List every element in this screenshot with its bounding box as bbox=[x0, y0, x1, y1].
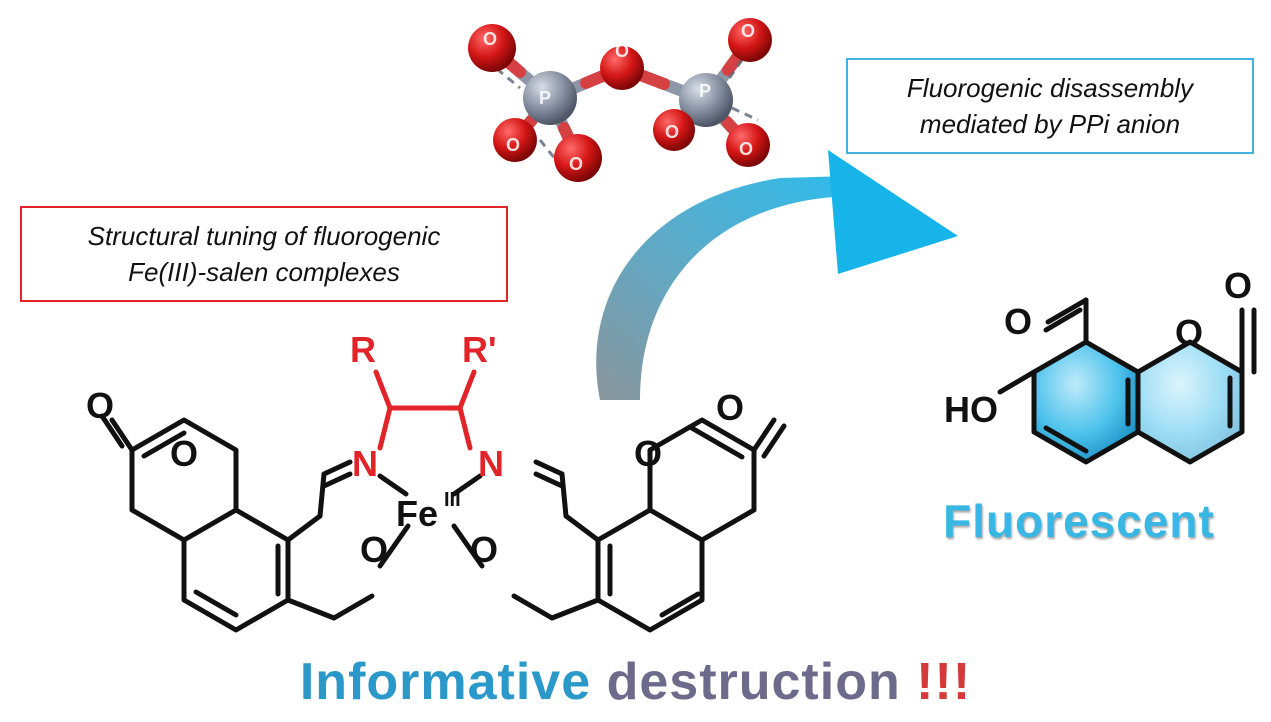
phosphorus-atom bbox=[679, 73, 733, 127]
fluorescent-product: O O O HO bbox=[944, 265, 1257, 465]
aromatic-ring-highlight bbox=[1034, 342, 1138, 462]
phosphorus-atom bbox=[523, 71, 577, 125]
diamine-linker bbox=[373, 369, 477, 451]
iron-oxidation-state: III bbox=[444, 489, 461, 511]
atom-r-prime: R' bbox=[462, 329, 497, 370]
structural-tuning-line1: Structural tuning of fluorogenic bbox=[87, 221, 441, 251]
atom-label: O bbox=[569, 154, 583, 174]
atom-o: O bbox=[1224, 265, 1252, 306]
oxygen-atom bbox=[600, 46, 644, 90]
hydroxyl-label: HO bbox=[944, 389, 998, 430]
oxygen-atom bbox=[653, 109, 695, 151]
oxygen-atom bbox=[468, 24, 516, 72]
disassembly-line1: Fluorogenic disassembly bbox=[906, 73, 1194, 103]
atom-o: O bbox=[470, 529, 498, 570]
atom-label: O bbox=[739, 139, 753, 159]
structural-tuning-line2: Fe(III)-salen complexes bbox=[128, 257, 400, 287]
atom-o: O bbox=[86, 385, 114, 426]
fluorescent-label: Fluorescent bbox=[943, 495, 1215, 547]
atom-o: O bbox=[716, 387, 744, 428]
iron-label: Fe bbox=[396, 493, 438, 534]
headline-part2: destruction bbox=[606, 653, 901, 711]
fe-salen-complex: O O O O O O N N R R' Fe III bbox=[86, 329, 787, 633]
atom-label: O bbox=[665, 122, 679, 142]
headline-part3: !!! bbox=[900, 653, 972, 711]
headline-part1: Informative bbox=[299, 653, 607, 711]
atom-o: O bbox=[1175, 312, 1203, 353]
atom-label: P bbox=[539, 88, 551, 108]
atom-label: O bbox=[741, 21, 755, 41]
atom-n: N bbox=[478, 443, 504, 484]
reaction-arrow bbox=[596, 150, 958, 400]
atom-label: O bbox=[615, 41, 629, 61]
atom-n: N bbox=[352, 443, 378, 484]
pyrophosphate-model: P P O O O O O O O bbox=[468, 18, 772, 182]
headline: Informative destruction !!! bbox=[0, 652, 1271, 712]
atom-o: O bbox=[634, 433, 662, 474]
atom-o: O bbox=[360, 529, 388, 570]
disassembly-line2: mediated by PPi anion bbox=[919, 109, 1181, 139]
atom-label: O bbox=[506, 135, 520, 155]
oxygen-atom bbox=[728, 18, 772, 62]
atom-r: R bbox=[350, 329, 376, 370]
oxygen-atom bbox=[726, 123, 770, 167]
atom-label: P bbox=[699, 81, 711, 101]
atom-label: O bbox=[483, 29, 497, 49]
disassembly-box: Fluorogenic disassembly mediated by PPi … bbox=[846, 58, 1254, 154]
oxygen-atom bbox=[554, 134, 602, 182]
pyrone-ring-highlight bbox=[1138, 342, 1242, 462]
structural-tuning-box: Structural tuning of fluorogenic Fe(III)… bbox=[20, 206, 508, 302]
atom-o: O bbox=[1004, 301, 1032, 342]
oxygen-atom bbox=[493, 118, 537, 162]
atom-o: O bbox=[170, 433, 198, 474]
